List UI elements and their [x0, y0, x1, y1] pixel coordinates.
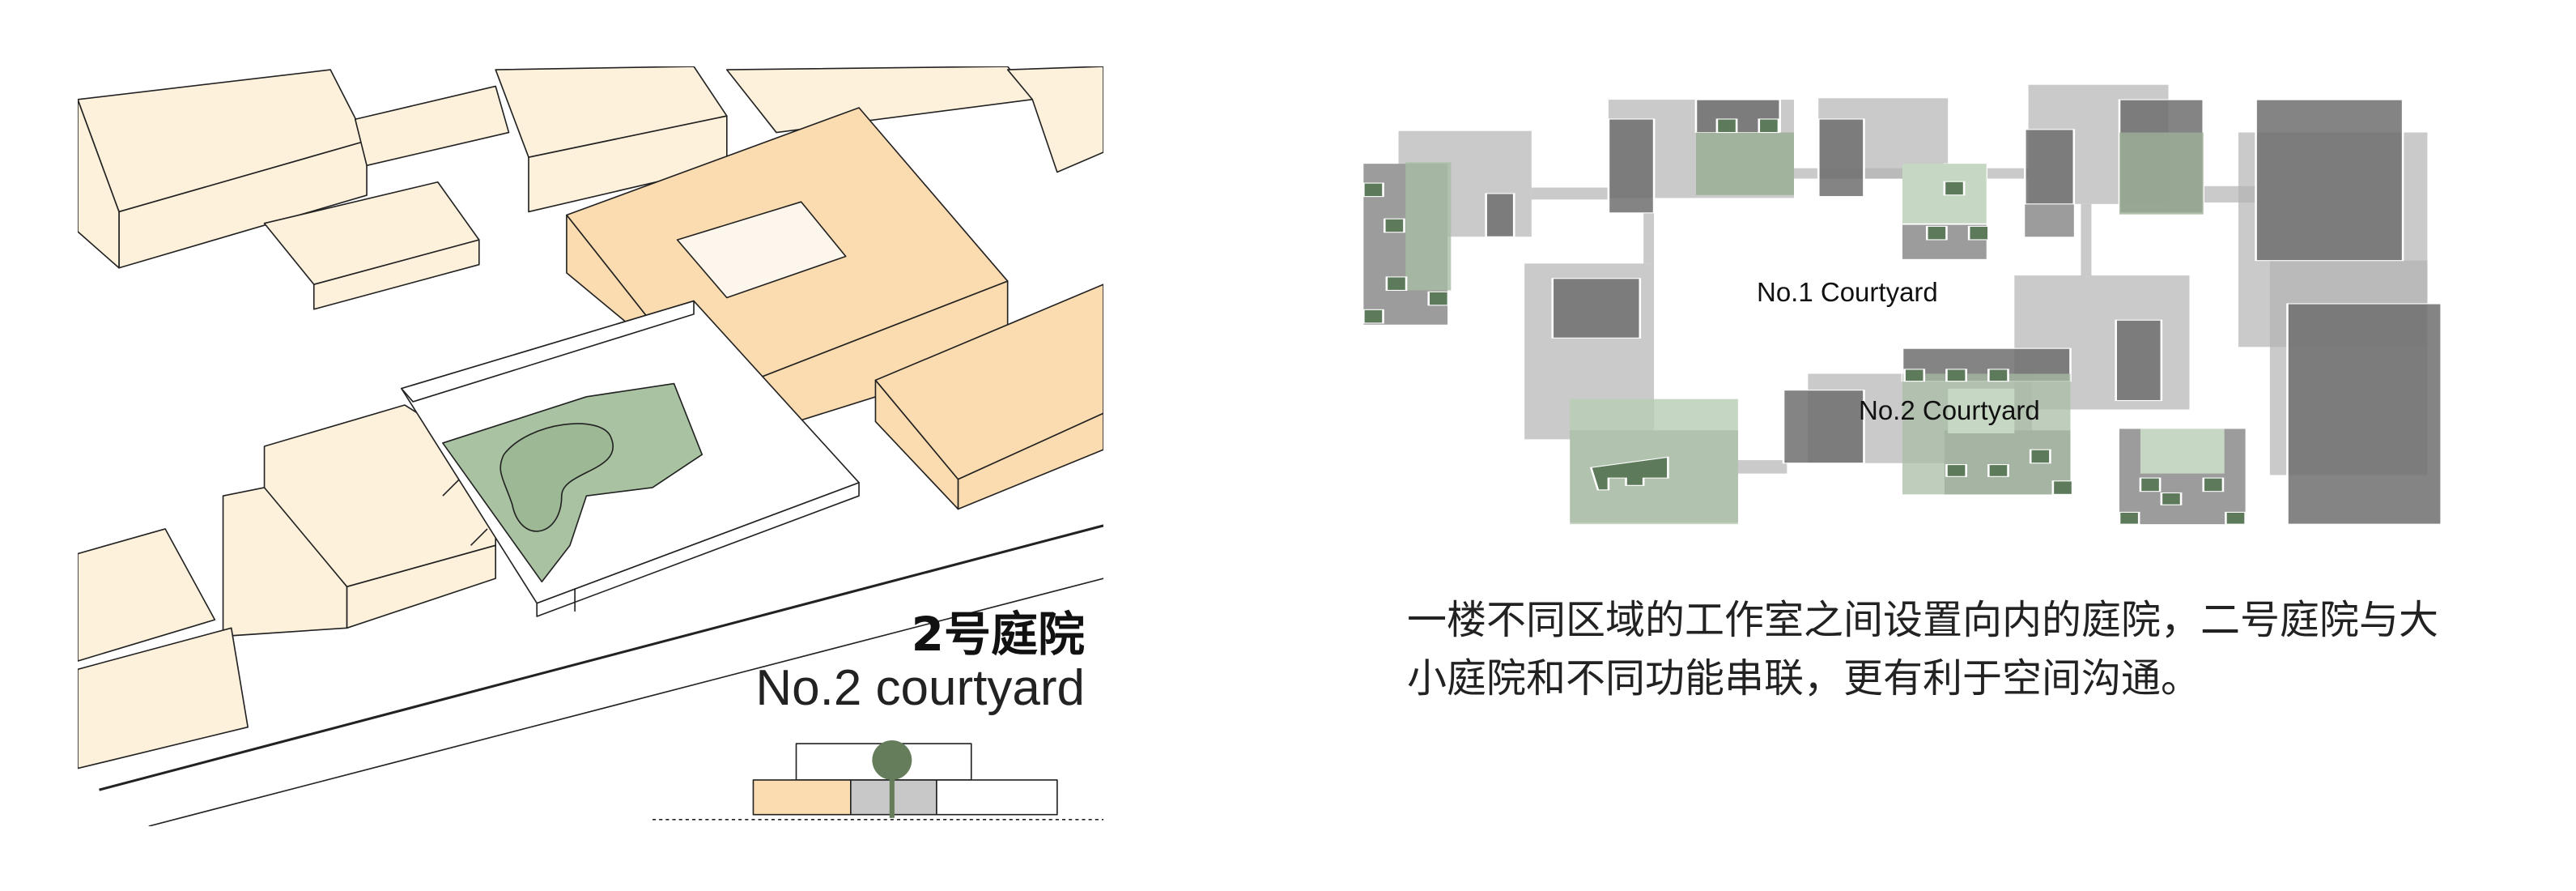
- courtyard-title-en: No.2 courtyard: [755, 660, 1085, 716]
- context-buildings: [78, 66, 1103, 770]
- no1-courtyard-label: No.1 Courtyard: [1757, 277, 1938, 307]
- highlight-buildings: [566, 107, 1103, 510]
- description-text: 一楼不同区域的工作室之间设置向内的庭院，二号庭院与大 小庭院和不同功能串联，更有…: [1407, 591, 2439, 708]
- no2-courtyard-floor: [442, 382, 704, 583]
- green-zones: [1405, 132, 2225, 525]
- tree-icon: [872, 740, 912, 818]
- courtyard-building: [401, 300, 860, 617]
- small-courtyards: [1362, 118, 2247, 525]
- courtyard-title-cn: 2号庭院: [911, 607, 1085, 662]
- no2-courtyard-label: No.2 Courtyard: [1859, 395, 2040, 425]
- section-diagram: [653, 740, 1103, 821]
- axonometric-drawing: [78, 66, 1103, 826]
- pond: [499, 423, 614, 532]
- road-lines: [99, 524, 1103, 826]
- description-line: 一楼不同区域的工作室之间设置向内的庭院，二号庭院与大: [1407, 597, 2439, 643]
- description-line: 小庭院和不同功能串联，更有利于空间沟通。: [1407, 655, 2201, 701]
- floor-plan: [1362, 84, 2442, 525]
